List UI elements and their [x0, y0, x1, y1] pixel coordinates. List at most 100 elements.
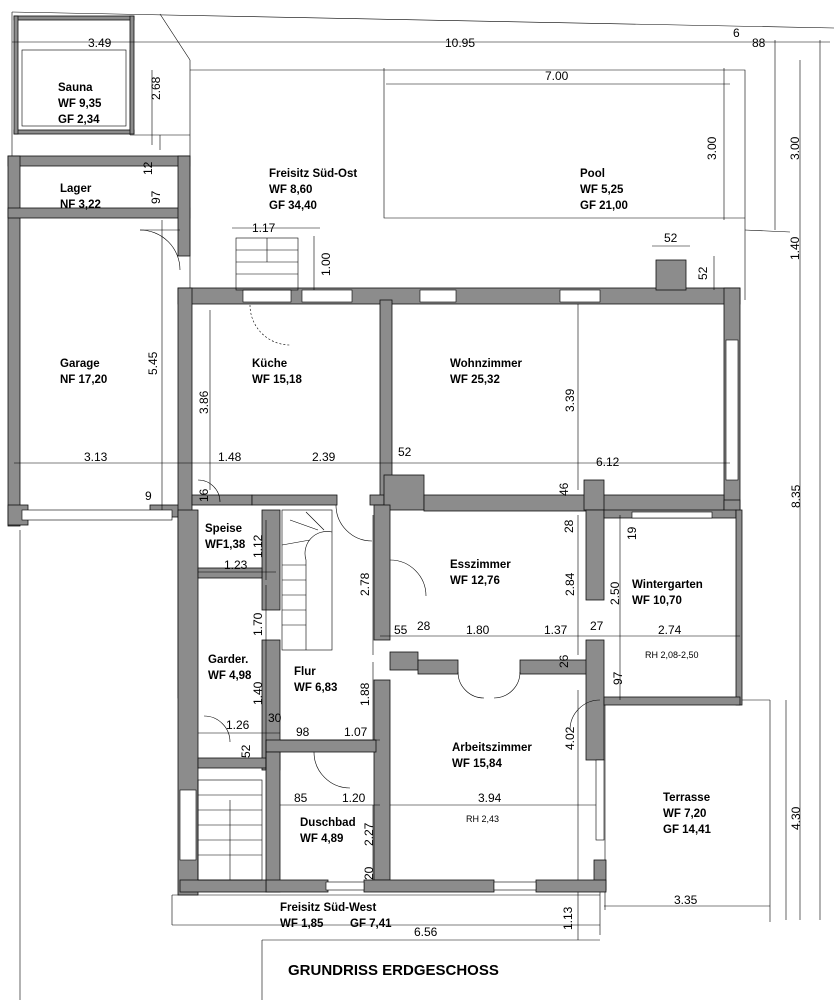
walls: [7, 155, 743, 896]
dim-label: 85: [294, 791, 308, 805]
room-garderobe-name: Garder.: [208, 654, 248, 666]
room-freisitz-sw-wf: WF 1,85: [280, 918, 324, 930]
dim-label: 10.95: [445, 36, 475, 50]
dim-label: 28: [562, 519, 576, 533]
room-freisitz-sw-gf: GF 7,41: [350, 918, 392, 930]
room-arbeitszimmer-wf: WF 15,84: [452, 758, 502, 770]
room-duschbad-name: Duschbad: [300, 817, 356, 829]
room-arbeitszimmer-rh: RH 2,43: [466, 814, 499, 824]
dim-label: 2.84: [563, 572, 577, 596]
room-esszimmer-name: Esszimmer: [450, 559, 511, 571]
dim-label: 88: [752, 36, 766, 50]
dim-label: 2.27: [362, 822, 376, 846]
dim-label: 9: [145, 489, 152, 503]
room-esszimmer-wf: WF 12,76: [450, 575, 500, 587]
room-kueche-wf: WF 15,18: [252, 374, 302, 386]
dim-label: 98: [296, 725, 310, 739]
dim-label: 1.80: [466, 623, 490, 637]
dim-label: 19: [625, 526, 639, 540]
windows: [21, 289, 739, 891]
dim-label: 12: [141, 161, 155, 175]
room-terrasse-wf: WF 7,20: [663, 808, 706, 820]
dim-label: 1.20: [342, 791, 366, 805]
dim-label: 55: [394, 623, 408, 637]
dim-label: 52: [696, 266, 710, 280]
dim-label: 3.00: [788, 136, 802, 160]
room-speise-wf: WF1,38: [205, 539, 246, 551]
room-duschbad-wf: WF 4,89: [300, 833, 343, 845]
room-freisitz-so-wf: WF 8,60: [269, 184, 312, 196]
dim-label: 5.45: [146, 351, 160, 375]
dim-label: 1.00: [319, 252, 333, 276]
dim-label: 7.00: [545, 69, 569, 83]
room-wintergarten-name: Wintergarten: [632, 579, 703, 591]
dim-label: 3.13: [84, 450, 108, 464]
stairs: [197, 237, 333, 881]
dim-label: 97: [149, 190, 163, 204]
dim-label: 1.12: [251, 534, 265, 558]
dim-label: 20: [362, 866, 376, 880]
dim-label: 28: [417, 619, 431, 633]
dim-label: 30: [268, 711, 282, 725]
room-wohnzimmer-wf: WF 25,32: [450, 374, 500, 386]
dim-label: 16: [197, 488, 211, 502]
dim-label: 1.07: [344, 725, 368, 739]
sauna-structure: [13, 15, 135, 135]
dim-label: 1.40: [251, 681, 265, 705]
property-lines: [11, 11, 834, 1000]
dim-label: 1.40: [788, 236, 802, 260]
room-sauna-wf: WF 9,35: [58, 98, 102, 110]
room-sauna-name: Sauna: [58, 82, 93, 94]
dim-label: 26: [557, 654, 571, 668]
dim-label: 3.00: [705, 136, 719, 160]
room-garage-nf: NF 17,20: [60, 374, 107, 386]
dim-label: 3.94: [478, 791, 502, 805]
plan-title: GRUNDRISS ERDGESCHOSS: [288, 962, 499, 979]
room-sauna-gf: GF 2,34: [58, 114, 100, 126]
dim-label: 2.50: [608, 581, 622, 605]
dim-label: 2.68: [149, 76, 163, 100]
room-pool-wf: WF 5,25: [580, 184, 624, 196]
room-arbeitszimmer-name: Arbeitszimmer: [452, 742, 532, 754]
dim-label: 52: [239, 744, 253, 758]
dim-label: 4.02: [563, 726, 577, 750]
dim-label: 1.37: [544, 623, 568, 637]
room-flur-name: Flur: [294, 666, 316, 678]
room-labels: Sauna WF 9,35 GF 2,34 Lager NF 3,22 Gara…: [58, 82, 712, 930]
dim-label: 46: [557, 482, 571, 496]
dim-label: 6.56: [414, 925, 438, 939]
dim-label: 4.30: [789, 806, 803, 830]
room-freisitz-sw-name: Freisitz Süd-West: [280, 902, 376, 914]
doors: [139, 229, 601, 789]
room-terrasse-gf: GF 14,41: [663, 824, 712, 836]
dim-label: 1.17: [252, 221, 276, 235]
dim-label: 3.86: [197, 390, 211, 414]
dim-label: 8.35: [789, 484, 803, 508]
dim-label: 52: [664, 231, 678, 245]
dimension-labels: 3.49 10.95 6 88 2.68 7.00 3.00 3.00 12 9…: [84, 26, 803, 939]
room-kueche-name: Küche: [252, 358, 287, 370]
room-lager-name: Lager: [60, 183, 92, 195]
dim-label: 97: [611, 671, 625, 685]
dim-label: 1.70: [251, 612, 265, 636]
dim-label: 2.39: [312, 450, 336, 464]
room-pool-gf: GF 21,00: [580, 200, 628, 212]
dim-label: 2.78: [358, 572, 372, 596]
room-speise-name: Speise: [205, 523, 242, 535]
room-wintergarten-wf: WF 10,70: [632, 595, 682, 607]
dim-label: 1.13: [561, 906, 575, 930]
dimension-lines: [12, 41, 830, 941]
room-freisitz-so-gf: GF 34,40: [269, 200, 317, 212]
room-garderobe-wf: WF 4,98: [208, 670, 252, 682]
dim-label: 3.35: [674, 893, 698, 907]
room-pool-name: Pool: [580, 168, 605, 180]
room-terrasse-name: Terrasse: [663, 792, 710, 804]
dim-label: 6.12: [596, 455, 620, 469]
dim-label: 3.49: [88, 36, 112, 50]
dim-label: 27: [590, 619, 604, 633]
dim-label: 2.74: [658, 623, 682, 637]
dim-label: 1.88: [358, 682, 372, 706]
dim-label: 1.23: [224, 558, 248, 572]
room-wohnzimmer-name: Wohnzimmer: [450, 358, 523, 370]
